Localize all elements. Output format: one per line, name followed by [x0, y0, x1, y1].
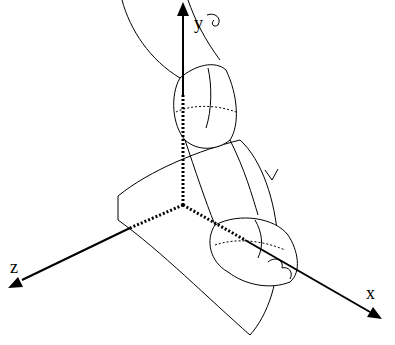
axis-arrowhead	[8, 277, 23, 288]
finger-line	[206, 68, 211, 128]
axis-label: x	[366, 284, 375, 302]
y-axis	[182, 14, 184, 95]
arm-outline	[230, 140, 258, 215]
x-axis	[245, 240, 370, 312]
rotation-arrow	[265, 169, 278, 180]
axes	[8, 2, 382, 319]
z-axis-hidden	[130, 205, 183, 228]
y-axis-hidden	[182, 95, 185, 205]
arm-outline	[122, 0, 180, 78]
x-axis-hidden	[183, 205, 245, 240]
axis-arrowhead	[367, 307, 382, 319]
arm-outline	[188, 0, 220, 60]
axis-label: z	[10, 258, 18, 276]
finger-line	[255, 220, 262, 258]
axis-label: y	[194, 14, 203, 32]
sleeve-detail	[207, 14, 219, 26]
axis-arrowhead	[177, 2, 189, 16]
hand-sketch	[118, 0, 297, 335]
finger-line	[176, 106, 236, 112]
lower-fist	[210, 218, 297, 286]
knuckle-line	[268, 259, 291, 279]
arm-outline	[185, 140, 215, 225]
z-axis	[22, 228, 130, 280]
